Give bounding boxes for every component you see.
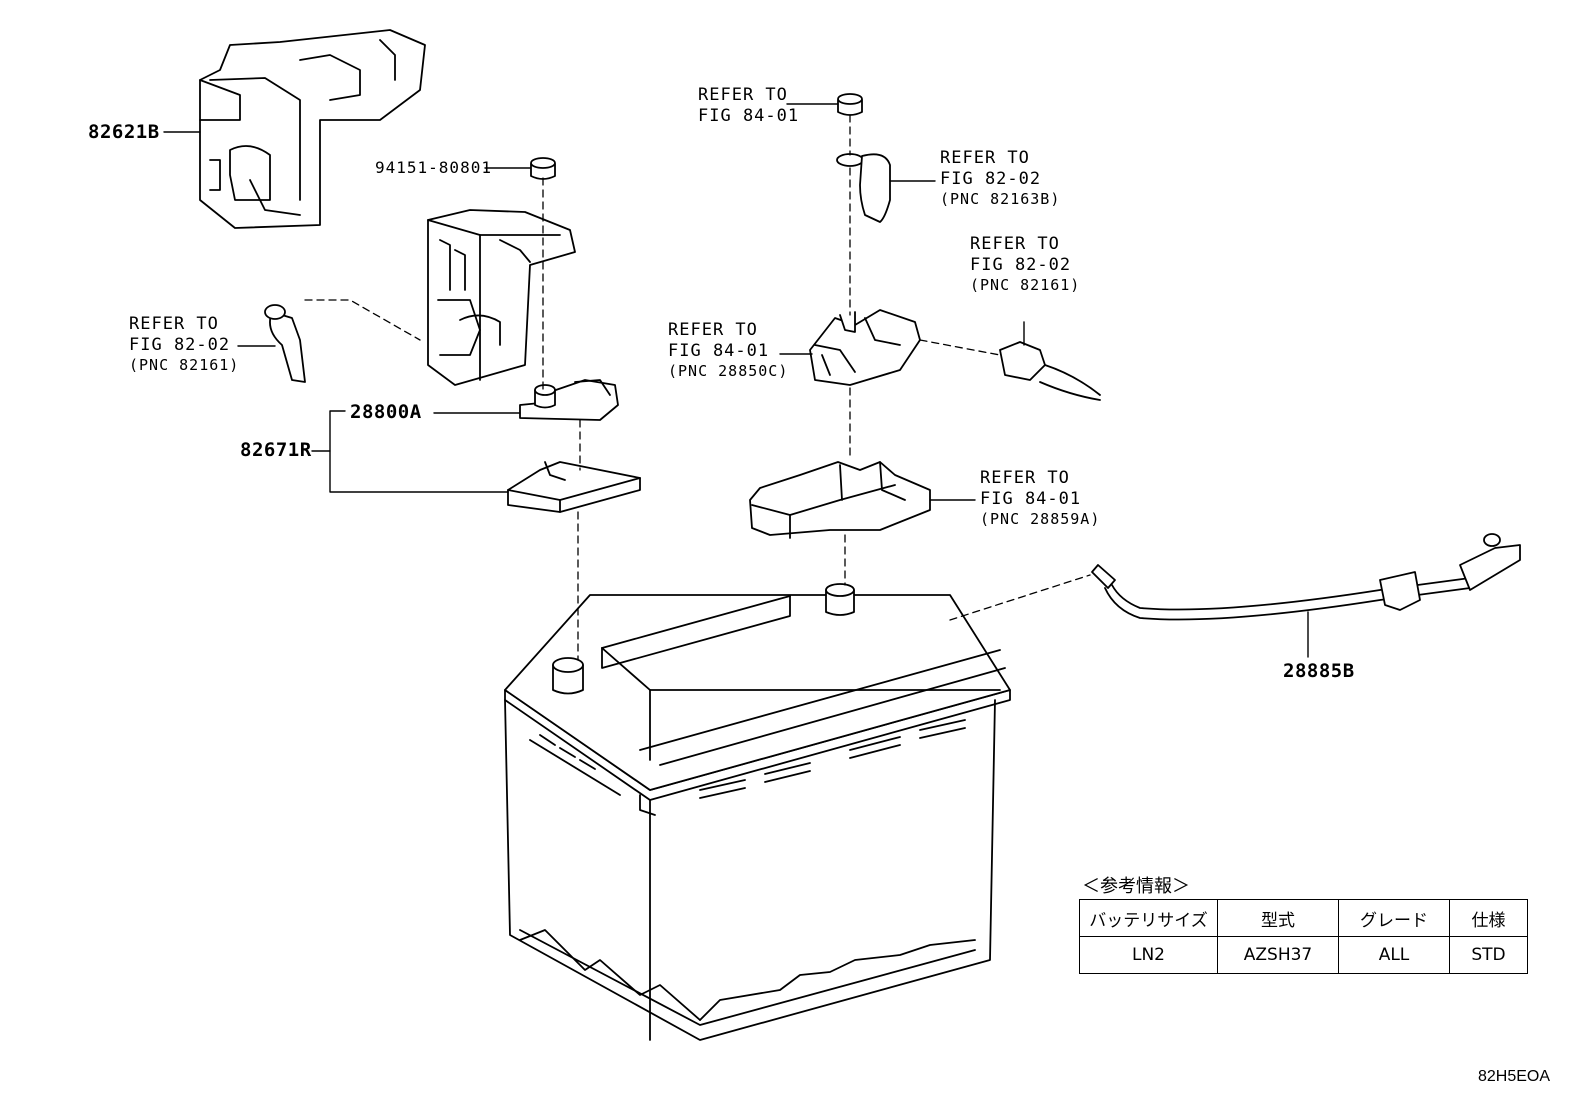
cell-spec: STD [1449,936,1528,974]
nut-right [837,93,863,116]
ref-line-3: (PNC 82161) [970,276,1081,294]
cell-grade: ALL [1338,936,1450,974]
ref-line-3: (PNC 28850C) [668,362,789,380]
ref-top-fig-82-02: REFER TO FIG 82-02 (PNC 82163B) [940,150,1060,207]
leader-lines [163,103,1309,658]
terminal-cover-82621B [199,29,426,229]
ref-line-2: FIG 84-01 [980,489,1082,509]
ref-left-fig-82-02: REFER TO FIG 82-02 (PNC 82161) [129,316,239,373]
cell-battery-size: LN2 [1079,936,1218,974]
part-label-94151-80801: 94151-80801 [375,158,492,177]
cable-left [264,304,306,383]
ref-line-1: REFER TO [698,85,788,105]
ref-top-fig-84-01: REFER TO FIG 84-01 [698,87,799,125]
ref-line-1: REFER TO [129,314,219,334]
tray-28859A [749,461,931,539]
ref-line-2: FIG 82-02 [970,255,1072,275]
table-row: LN2 AZSH37 ALL STD [1079,936,1528,974]
cable-28885B [1091,533,1521,621]
ref-line-2: FIG 82-02 [129,335,231,355]
ref-line-1: REFER TO [970,234,1060,254]
terminal-clamp-left [427,209,576,386]
ref-line-3: (PNC 82163B) [940,190,1061,208]
cable-connector-right [999,341,1101,401]
explosion-lines [304,114,1091,661]
ref-right-fig-82-02: REFER TO FIG 82-02 (PNC 82161) [970,236,1080,293]
battery-info-table: バッテリサイズ 型式 グレード 仕様 LN2 AZSH37 ALL STD [1079,899,1528,974]
ref-line-1: REFER TO [940,148,1030,168]
part-label-82671R: 82671R [240,439,312,461]
table-header-row: バッテリサイズ 型式 グレード 仕様 [1079,899,1528,937]
ref-line-3: (PNC 28859A) [980,510,1101,528]
header-spec: 仕様 [1449,899,1528,937]
ref-mid-fig-84-01: REFER TO FIG 84-01 (PNC 28850C) [668,322,788,379]
header-model: 型式 [1217,899,1339,937]
nut-94151 [530,157,556,180]
ref-line-1: REFER TO [980,468,1070,488]
part-label-28885B: 28885B [1283,660,1355,682]
ref-line-1: REFER TO [668,320,758,340]
cell-model: AZSH37 [1217,936,1339,974]
part-label-28800A: 28800A [350,401,422,423]
header-grade: グレード [1338,899,1450,937]
battery [504,583,1011,1041]
info-caption: ＜参考情報＞ [1082,876,1190,897]
header-battery-size: バッテリサイズ [1079,899,1218,937]
terminal-clamp-right [809,309,921,386]
sensor-28800A [519,379,619,421]
ref-line-2: FIG 84-01 [698,106,800,126]
figure-code: 82H5EOA [1478,1068,1551,1085]
clip-82671R [507,461,641,513]
terminal-lug-82163B [836,153,891,223]
ref-tray-fig-84-01: REFER TO FIG 84-01 (PNC 28859A) [980,470,1100,527]
ref-line-2: FIG 84-01 [668,341,770,361]
ref-line-3: (PNC 82161) [129,356,240,374]
part-label-82621B: 82621B [88,121,160,143]
ref-line-2: FIG 82-02 [940,169,1042,189]
